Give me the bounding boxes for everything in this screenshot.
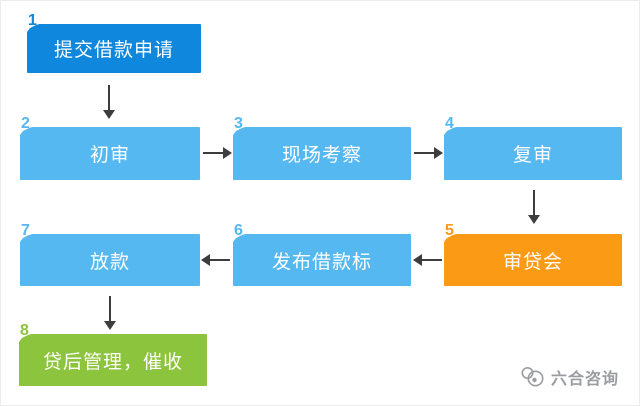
flow-step-loan-committee: 5 审贷会 — [443, 223, 622, 286]
watermark-brand: 六合咨询 — [551, 370, 620, 388]
step-number: 6 — [234, 222, 244, 239]
arrow-right-icon — [414, 147, 443, 159]
flow-step-disbursement: 7 放款 — [19, 223, 200, 286]
step-label: 复审 — [512, 145, 553, 166]
step-label: 贷后管理，催收 — [42, 351, 183, 373]
flow-step-post-loan-management: 8 贷后管理，催收 — [18, 323, 207, 386]
step-label: 提交借款申请 — [53, 40, 174, 61]
watermark: 六合咨询 — [519, 363, 619, 390]
step-label: 审贷会 — [502, 251, 563, 273]
arrow-down-icon — [103, 85, 115, 119]
step-label: 放款 — [89, 251, 130, 273]
arrow-down-icon — [528, 190, 540, 224]
step-number: 3 — [234, 115, 244, 132]
flow-step-re-review: 4 复审 — [443, 116, 622, 180]
arrow-left-icon — [201, 254, 230, 266]
step-number: 8 — [20, 322, 30, 339]
step-number: 1 — [28, 12, 38, 29]
step-number: 7 — [21, 222, 31, 239]
flow-step-publish-listing: 6 发布借款标 — [232, 223, 411, 286]
flow-step-initial-review: 2 初审 — [19, 116, 200, 180]
flow-step-submit-application: 1 提交借款申请 — [26, 13, 201, 73]
step-label: 现场考察 — [281, 145, 362, 166]
liuhe-logo-icon — [521, 367, 544, 387]
arrow-left-icon — [413, 254, 442, 266]
step-label: 发布借款标 — [271, 251, 372, 273]
step-label: 初审 — [89, 145, 130, 166]
step-number: 5 — [445, 222, 455, 239]
step-number: 4 — [445, 115, 455, 132]
arrow-right-icon — [203, 147, 232, 159]
step-number: 2 — [21, 115, 31, 132]
flow-step-site-inspection: 3 现场考察 — [232, 116, 411, 180]
arrow-down-icon — [104, 296, 116, 330]
